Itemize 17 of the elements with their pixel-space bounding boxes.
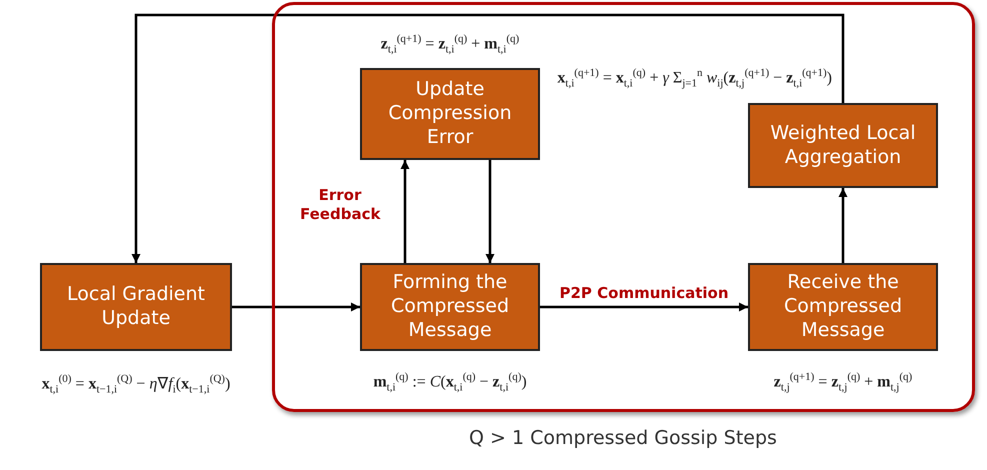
- formula: m$_{t,i}$$^{(q)}$ := C(x$_{t,i}$$^{(q)}$ − z$_{t,i}$$^{(q)}$): [373, 370, 527, 394]
- process-box: Weighted Local Aggregation: [748, 103, 938, 188]
- process-box: Receive the Compressed Message: [748, 263, 938, 351]
- arrow: [232, 302, 360, 312]
- arrow: [838, 188, 848, 263]
- process-box: Forming the Compressed Message: [360, 263, 540, 351]
- annotation-label: Error Feedback: [300, 186, 380, 224]
- group-frame: [272, 2, 975, 412]
- formula: x$_{t,i}$$^{(0)}$ = x$_{t−1,i}$$^{(Q)}$ − η∇f$_{i}$(x$_{t−1,i}$$^{(Q)}$): [42, 372, 230, 396]
- process-box: Local Gradient Update: [40, 263, 232, 351]
- arrow: [540, 302, 748, 312]
- arrow: [400, 160, 410, 263]
- process-box: Update Compression Error: [360, 68, 540, 160]
- group-label: Q > 1 Compressed Gossip Steps: [469, 427, 777, 449]
- arrow: [486, 160, 494, 263]
- formula: x$_{t,i}$$^{(q+1)}$ = x$_{t,i}$$^{(q)}$ + γ Σ$_{j=1}$$^{n}$ w$_{ij}$(z$_{t,j}$$^{(q+1)}$ − z$_{t,i}$$^{(q+1)}$): [557, 66, 832, 90]
- arrow: [132, 14, 844, 263]
